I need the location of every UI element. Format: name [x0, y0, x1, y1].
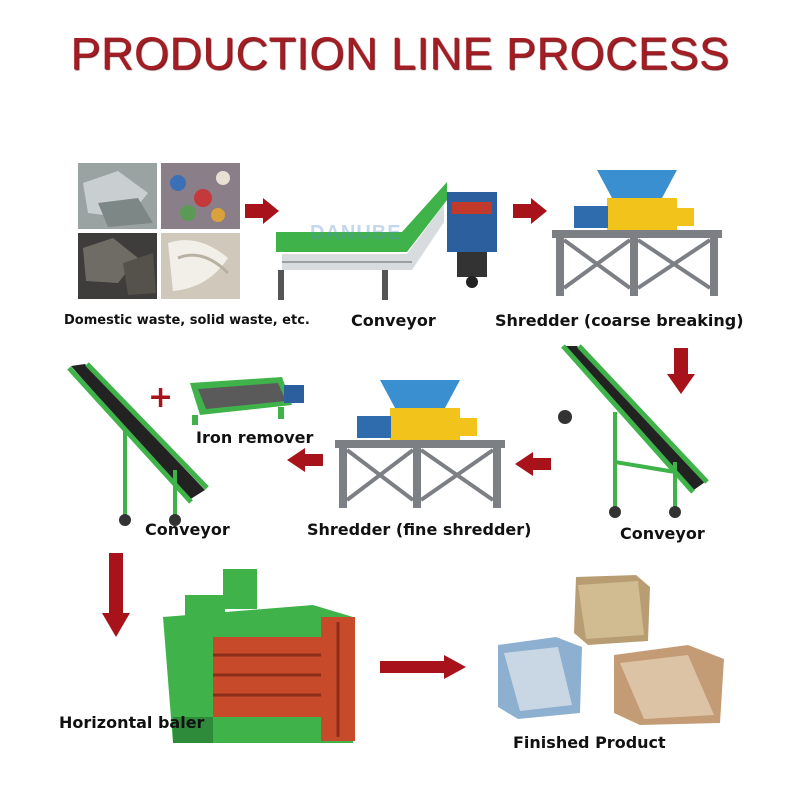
shredder-fine-machine: [335, 378, 505, 512]
step-label-baler: Horizontal baler: [59, 713, 205, 732]
plus-sign: +: [148, 380, 174, 415]
arrow-down-icon: [667, 348, 695, 394]
step-label-shredder-coarse: Shredder (coarse breaking): [495, 311, 744, 330]
step-label-finished-product: Finished Product: [513, 733, 666, 752]
arrow-right-icon: [513, 198, 547, 224]
step-label-conveyor-1: Conveyor: [351, 311, 436, 330]
arrow-left-icon: [287, 448, 323, 472]
conveyor-machine-2: [555, 342, 715, 520]
arrow-left-icon: [515, 452, 551, 476]
conveyor-machine-1: [272, 172, 502, 304]
iron-remover-machine: [182, 375, 307, 425]
arrow-right-icon: [380, 655, 466, 679]
conveyor-machine-3: [65, 360, 215, 528]
arrow-down-icon: [102, 553, 130, 637]
step-label-conveyor-2: Conveyor: [620, 524, 705, 543]
watermark: DANUBE: [310, 222, 402, 244]
shredder-coarse-machine: [552, 168, 722, 300]
page-title: PRODUCTION LINE PROCESS: [70, 28, 730, 79]
horizontal-baler-machine: [163, 567, 363, 743]
step-label-waste: Domestic waste, solid waste, etc.: [64, 313, 310, 328]
waste-photo-collage: [78, 163, 240, 299]
arrow-right-icon: [245, 198, 279, 224]
step-label-iron-remover: Iron remover: [196, 428, 314, 447]
step-label-shredder-fine: Shredder (fine shredder): [307, 520, 532, 539]
step-label-conveyor-3: Conveyor: [145, 520, 230, 539]
finished-bales-image: [498, 575, 728, 725]
